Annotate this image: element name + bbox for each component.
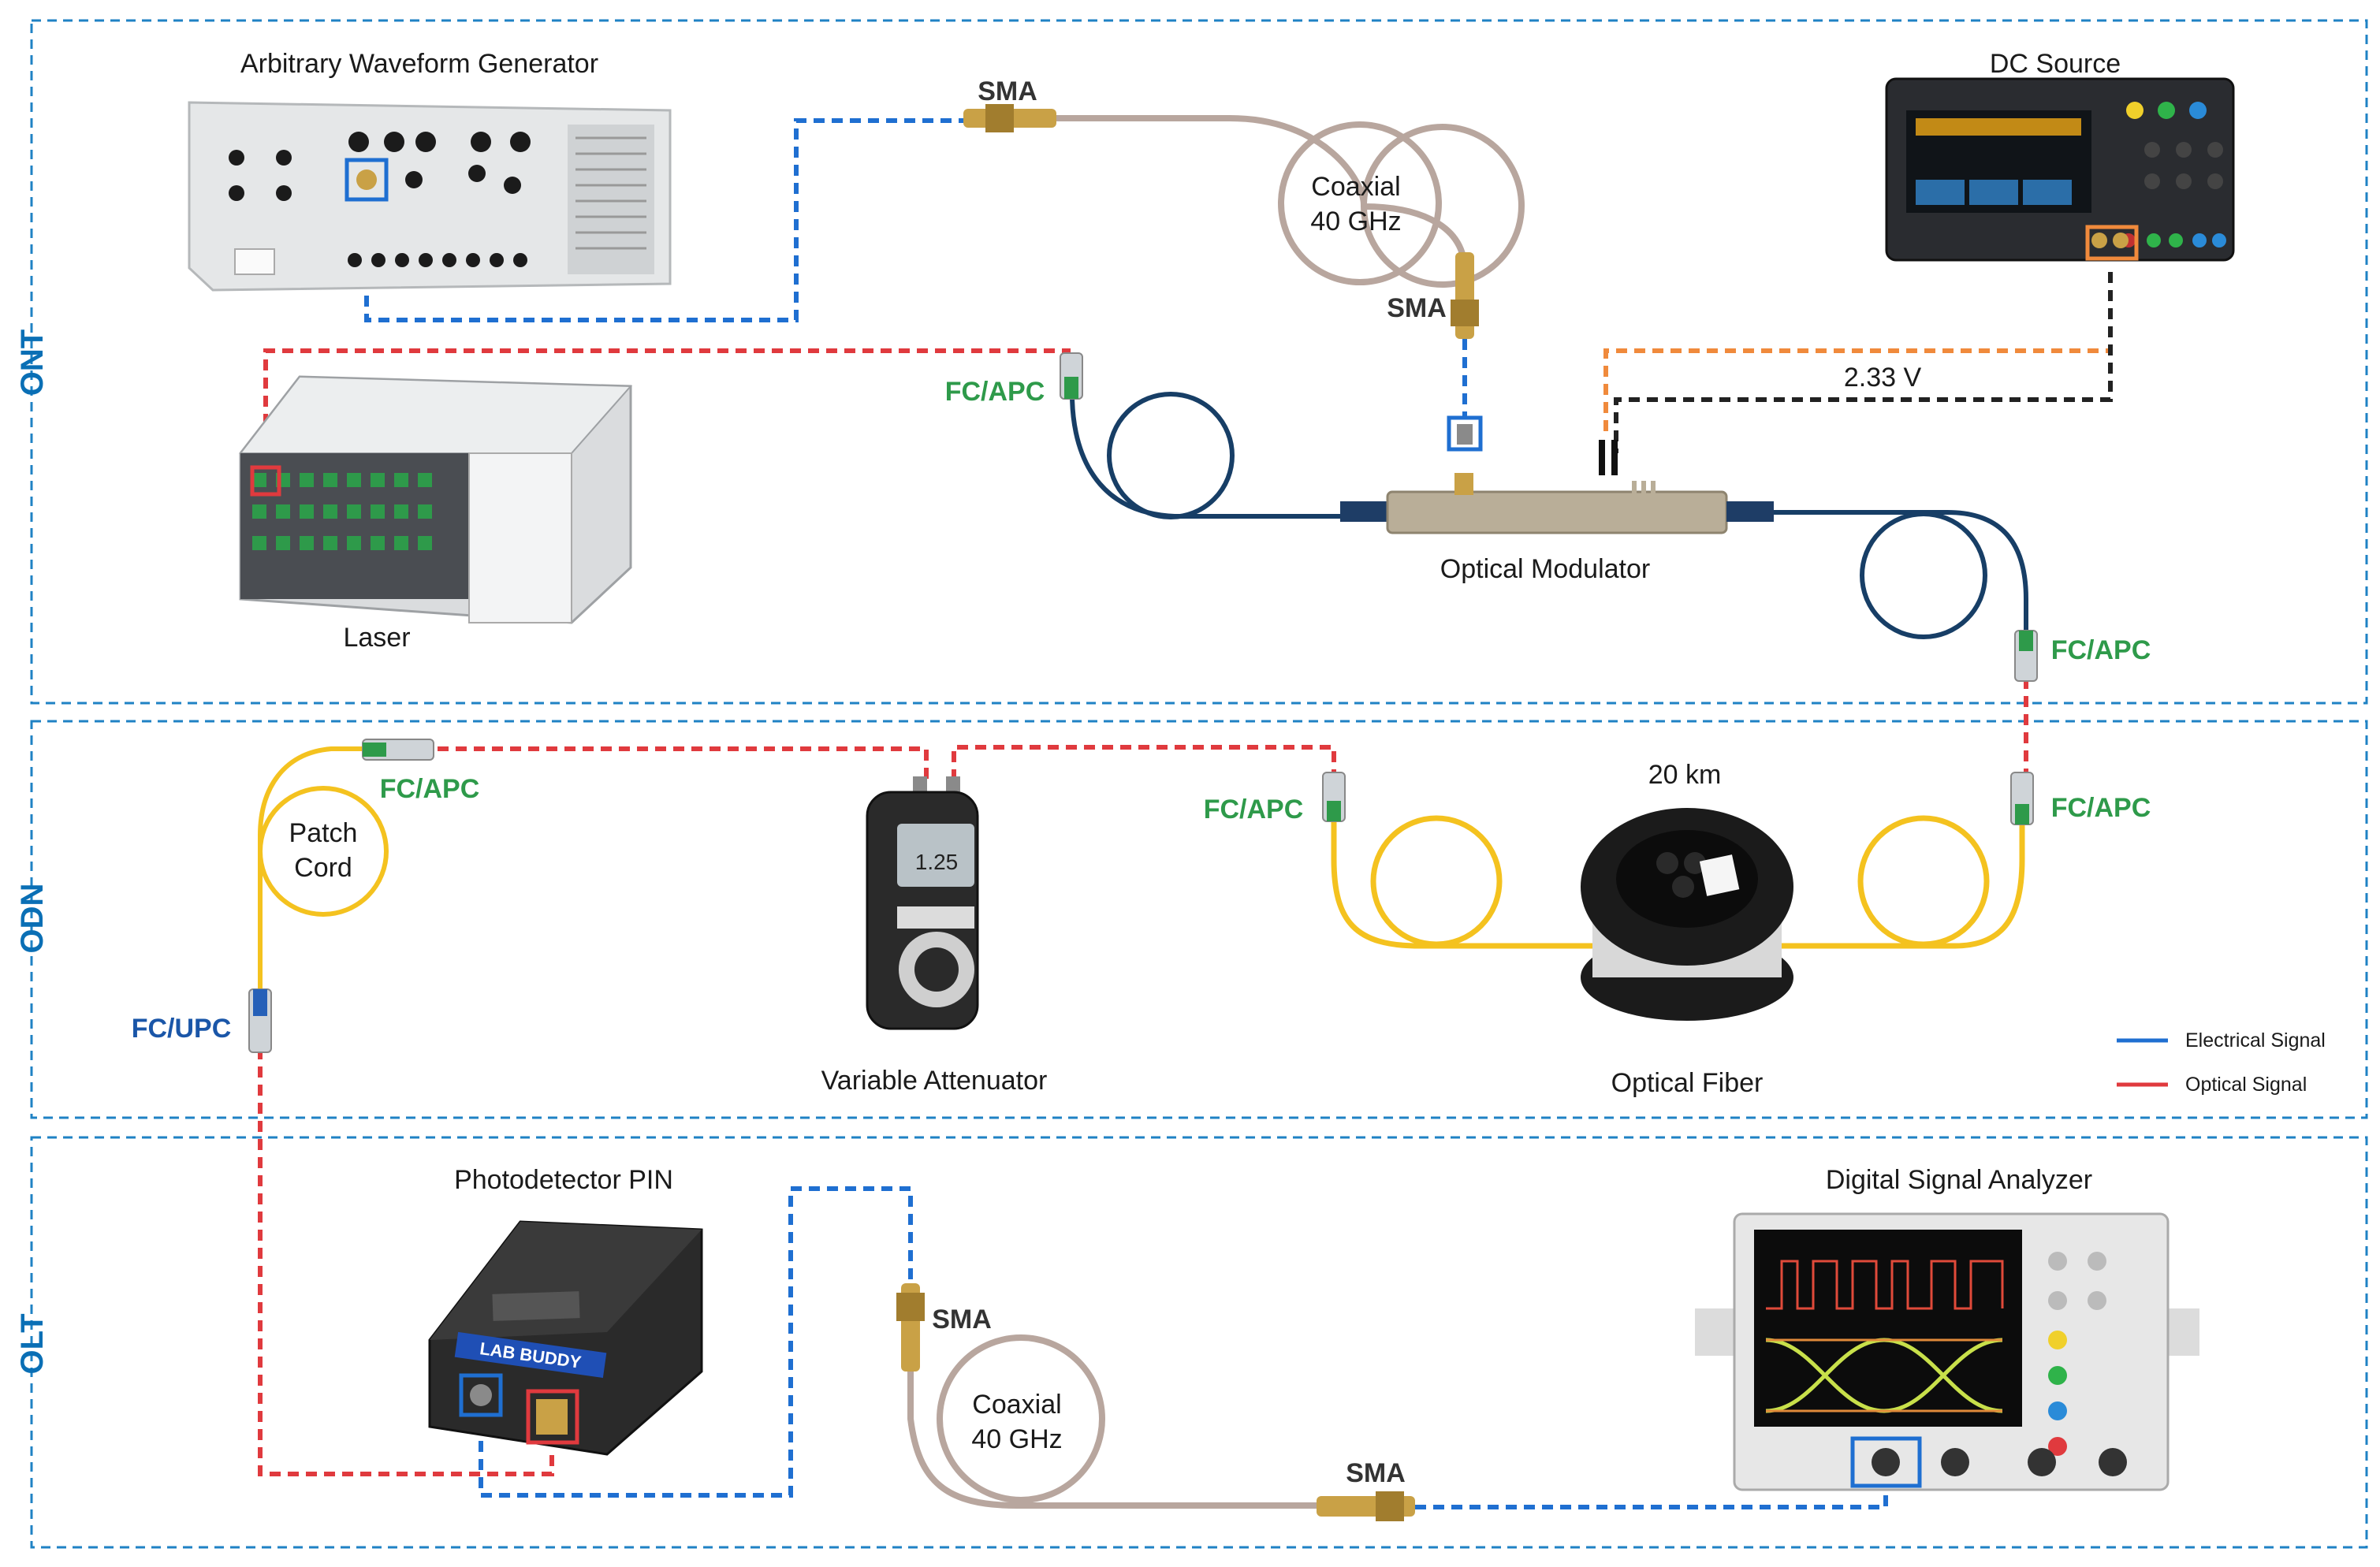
coax-loop-2 <box>937 1334 1105 1503</box>
label-coax-2-line2: 40 GHz <box>971 1424 1062 1454</box>
arbitrary-waveform-generator <box>188 101 672 292</box>
label-patch-cord-line2: Cord <box>294 853 352 883</box>
label-sma-4: SMA <box>1346 1458 1406 1488</box>
dsa-input-highlight <box>1850 1436 1922 1488</box>
optical-path-laser-fcapc <box>263 348 1071 479</box>
coax-cable-2 <box>907 1356 1324 1509</box>
label-coax-2-line1: Coaxial <box>972 1390 1061 1420</box>
fiber-yellow-loop-left <box>1370 815 1503 947</box>
section-label-odn: ODN <box>15 884 50 954</box>
digital-signal-analyzer <box>1695 1212 2199 1491</box>
laser-output-highlight <box>250 465 281 497</box>
fiber-loop-2 <box>1860 512 1987 639</box>
optical-modulator <box>1340 415 1774 534</box>
optical-path-patch-photodetector <box>258 1048 554 1476</box>
legend: Electrical Signal Optical Signal <box>2117 1029 2326 1096</box>
optical-path-patch-attenuator <box>438 746 929 780</box>
awg-output-port <box>356 169 377 190</box>
laser-channel-ports <box>252 473 432 550</box>
laser <box>238 375 633 624</box>
awg-vent-grille <box>575 136 646 250</box>
bias-line-positive <box>1603 272 2113 437</box>
label-fiber: Optical Fiber <box>1611 1068 1764 1098</box>
sma-connector-4 <box>1317 1491 1415 1521</box>
label-voltage: 2.33 V <box>1844 363 1922 393</box>
optical-fiber-spool <box>1581 808 1793 1021</box>
variable-attenuator: 1.25 <box>866 776 979 1030</box>
label-fc-apc-mod-out: FC/APC <box>2051 635 2151 665</box>
fc-apc-connector-patch <box>362 739 434 761</box>
coax-cable-1 <box>1056 115 1525 300</box>
label-coax-1-line1: Coaxial <box>1311 172 1400 202</box>
fiber-modulator-out <box>1758 510 2028 638</box>
label-sma-3: SMA <box>932 1305 992 1334</box>
dc-output-highlight <box>2085 225 2139 261</box>
patch-cord-loop <box>258 786 389 917</box>
fc-apc-connector-fiber-left <box>1322 772 1346 822</box>
ont-frame <box>30 19 2368 705</box>
sma-connector-2 <box>1451 252 1479 339</box>
label-fc-apc-fiber-left: FC/APC <box>1204 795 1304 824</box>
section-label-ont: ONT <box>15 329 50 396</box>
label-coax-1-line2: 40 GHz <box>1310 207 1401 236</box>
label-sma-2: SMA <box>1387 293 1447 323</box>
label-laser: Laser <box>343 623 410 653</box>
label-awg: Arbitrary Waveform Generator <box>240 49 598 79</box>
label-fc-apc-patch: FC/APC <box>380 774 480 804</box>
optical-path-attenuator-fiber <box>952 745 1336 780</box>
fc-apc-connector-laser <box>1060 352 1083 400</box>
fiber-loop-1 <box>1107 392 1235 519</box>
label-sma-1: SMA <box>978 76 1037 106</box>
label-dsa: Digital Signal Analyzer <box>1826 1165 2092 1195</box>
fiber-yellow-left <box>1331 812 1616 949</box>
sma-connector-3 <box>896 1283 925 1372</box>
label-fc-apc-laser: FC/APC <box>945 377 1045 407</box>
label-attenuator: Variable Attenuator <box>821 1066 1048 1096</box>
legend-electrical-label: Electrical Signal <box>2185 1029 2326 1051</box>
label-patch-cord-line1: Patch <box>289 818 358 848</box>
fiber-yellow-right <box>1750 820 2025 949</box>
electrical-path-photodetector-sma <box>479 1186 913 1498</box>
fc-apc-connector-mod-out <box>2014 630 2038 682</box>
odn-frame <box>30 720 2368 1119</box>
photodetector-optical-highlight <box>526 1389 579 1445</box>
legend-optical-label: Optical Signal <box>2185 1074 2307 1096</box>
attenuator-display-value: 1.25 <box>915 850 959 874</box>
modulator-rf-highlight <box>1447 415 1483 452</box>
dc-source <box>1885 77 2235 262</box>
section-frames <box>30 19 2368 1549</box>
bias-line-ground <box>1614 272 2113 453</box>
label-photodetector: Photodetector PIN <box>454 1165 673 1195</box>
section-label-olt: OLT <box>15 1313 50 1374</box>
fiber-patch-to-modulator <box>1070 393 1340 519</box>
fiber-yellow-loop-right <box>1857 815 1990 947</box>
patch-cord-fiber <box>258 746 371 993</box>
fc-upc-connector <box>248 988 272 1053</box>
awg-output-highlight <box>345 158 389 202</box>
photodetector-pin: LAB BUDDY <box>428 1220 703 1456</box>
label-fc-upc: FC/UPC <box>132 1014 232 1044</box>
label-dc-source: DC Source <box>1990 49 2121 79</box>
label-modulator: Optical Modulator <box>1440 554 1650 584</box>
olt-frame <box>30 1136 2368 1549</box>
photodetector-rf-highlight <box>459 1373 503 1417</box>
sma-connector-1 <box>963 104 1056 132</box>
dsa-trace-red <box>1766 1260 2004 1310</box>
awg-ports <box>229 132 531 267</box>
label-fc-apc-fiber-right: FC/APC <box>2051 793 2151 823</box>
fc-apc-connector-fiber-right <box>2010 772 2034 825</box>
coax-loop-1 <box>1278 121 1442 285</box>
label-fiber-length: 20 km <box>1648 760 1722 790</box>
